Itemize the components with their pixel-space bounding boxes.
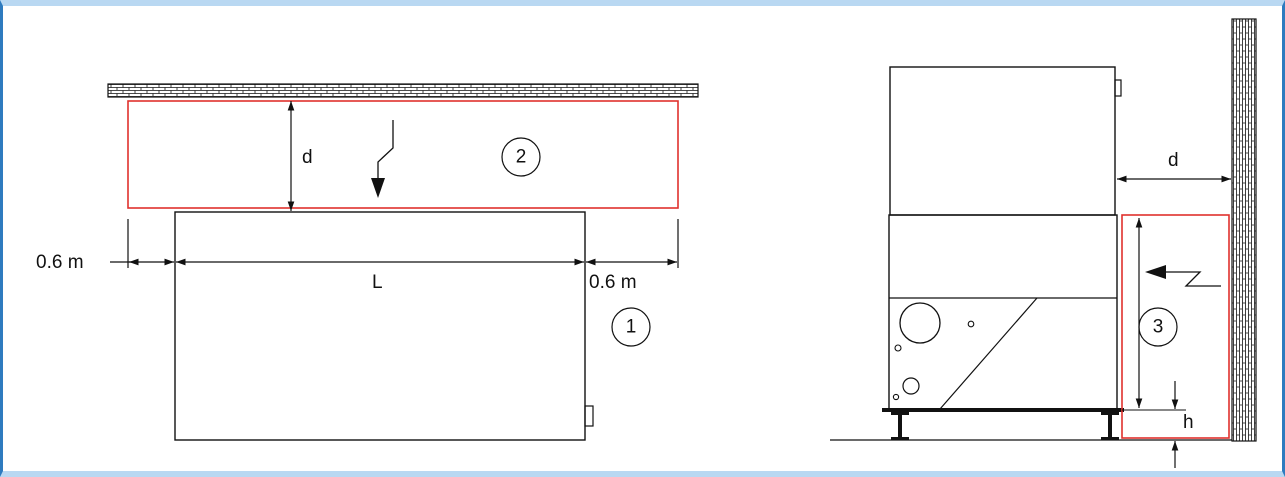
cabinet-diagonal — [939, 297, 1038, 410]
airflow-arrowhead-side — [1145, 265, 1166, 279]
small-port-icon — [892, 393, 900, 401]
depth-label-side: d — [1168, 150, 1179, 171]
unit-connector — [584, 405, 594, 427]
zone-2-marker — [501, 137, 541, 177]
unit-1-number: 1 — [626, 317, 637, 338]
airflow-arrow-side — [1164, 271, 1221, 287]
unit-1-marker — [611, 307, 651, 347]
large-port-icon — [899, 302, 941, 344]
height-label: h — [1183, 412, 1194, 433]
service-zone-top — [127, 100, 679, 209]
service-zone-side — [1121, 214, 1230, 439]
base-rail — [882, 408, 1124, 412]
unit-body-top — [174, 211, 586, 441]
upper-connector — [1114, 79, 1122, 97]
depth-label-top: d — [302, 147, 313, 168]
zone-2-number: 2 — [516, 147, 527, 168]
small-port-icon — [967, 320, 975, 328]
side-view: d 3 h — [830, 18, 1257, 468]
medium-port-icon — [902, 377, 920, 395]
zone-3-number: 3 — [1153, 317, 1164, 338]
upper-cabinet — [889, 66, 1116, 216]
foot-left — [891, 412, 909, 440]
airflow-arrowhead-top — [371, 178, 385, 198]
small-port-icon — [894, 344, 902, 352]
wall-side — [1231, 18, 1257, 442]
airflow-arrow-top — [377, 120, 394, 180]
wall-top — [107, 83, 699, 98]
length-label: L — [372, 272, 383, 293]
top-view: d 2 L 0.6 m 0.6 m 1 — [36, 83, 699, 441]
right-clearance-label: 0.6 m — [589, 272, 637, 293]
foot-right — [1101, 412, 1119, 440]
zone-3-marker — [1138, 307, 1178, 347]
lower-cabinet — [888, 214, 1118, 410]
left-clearance-label: 0.6 m — [36, 252, 84, 273]
